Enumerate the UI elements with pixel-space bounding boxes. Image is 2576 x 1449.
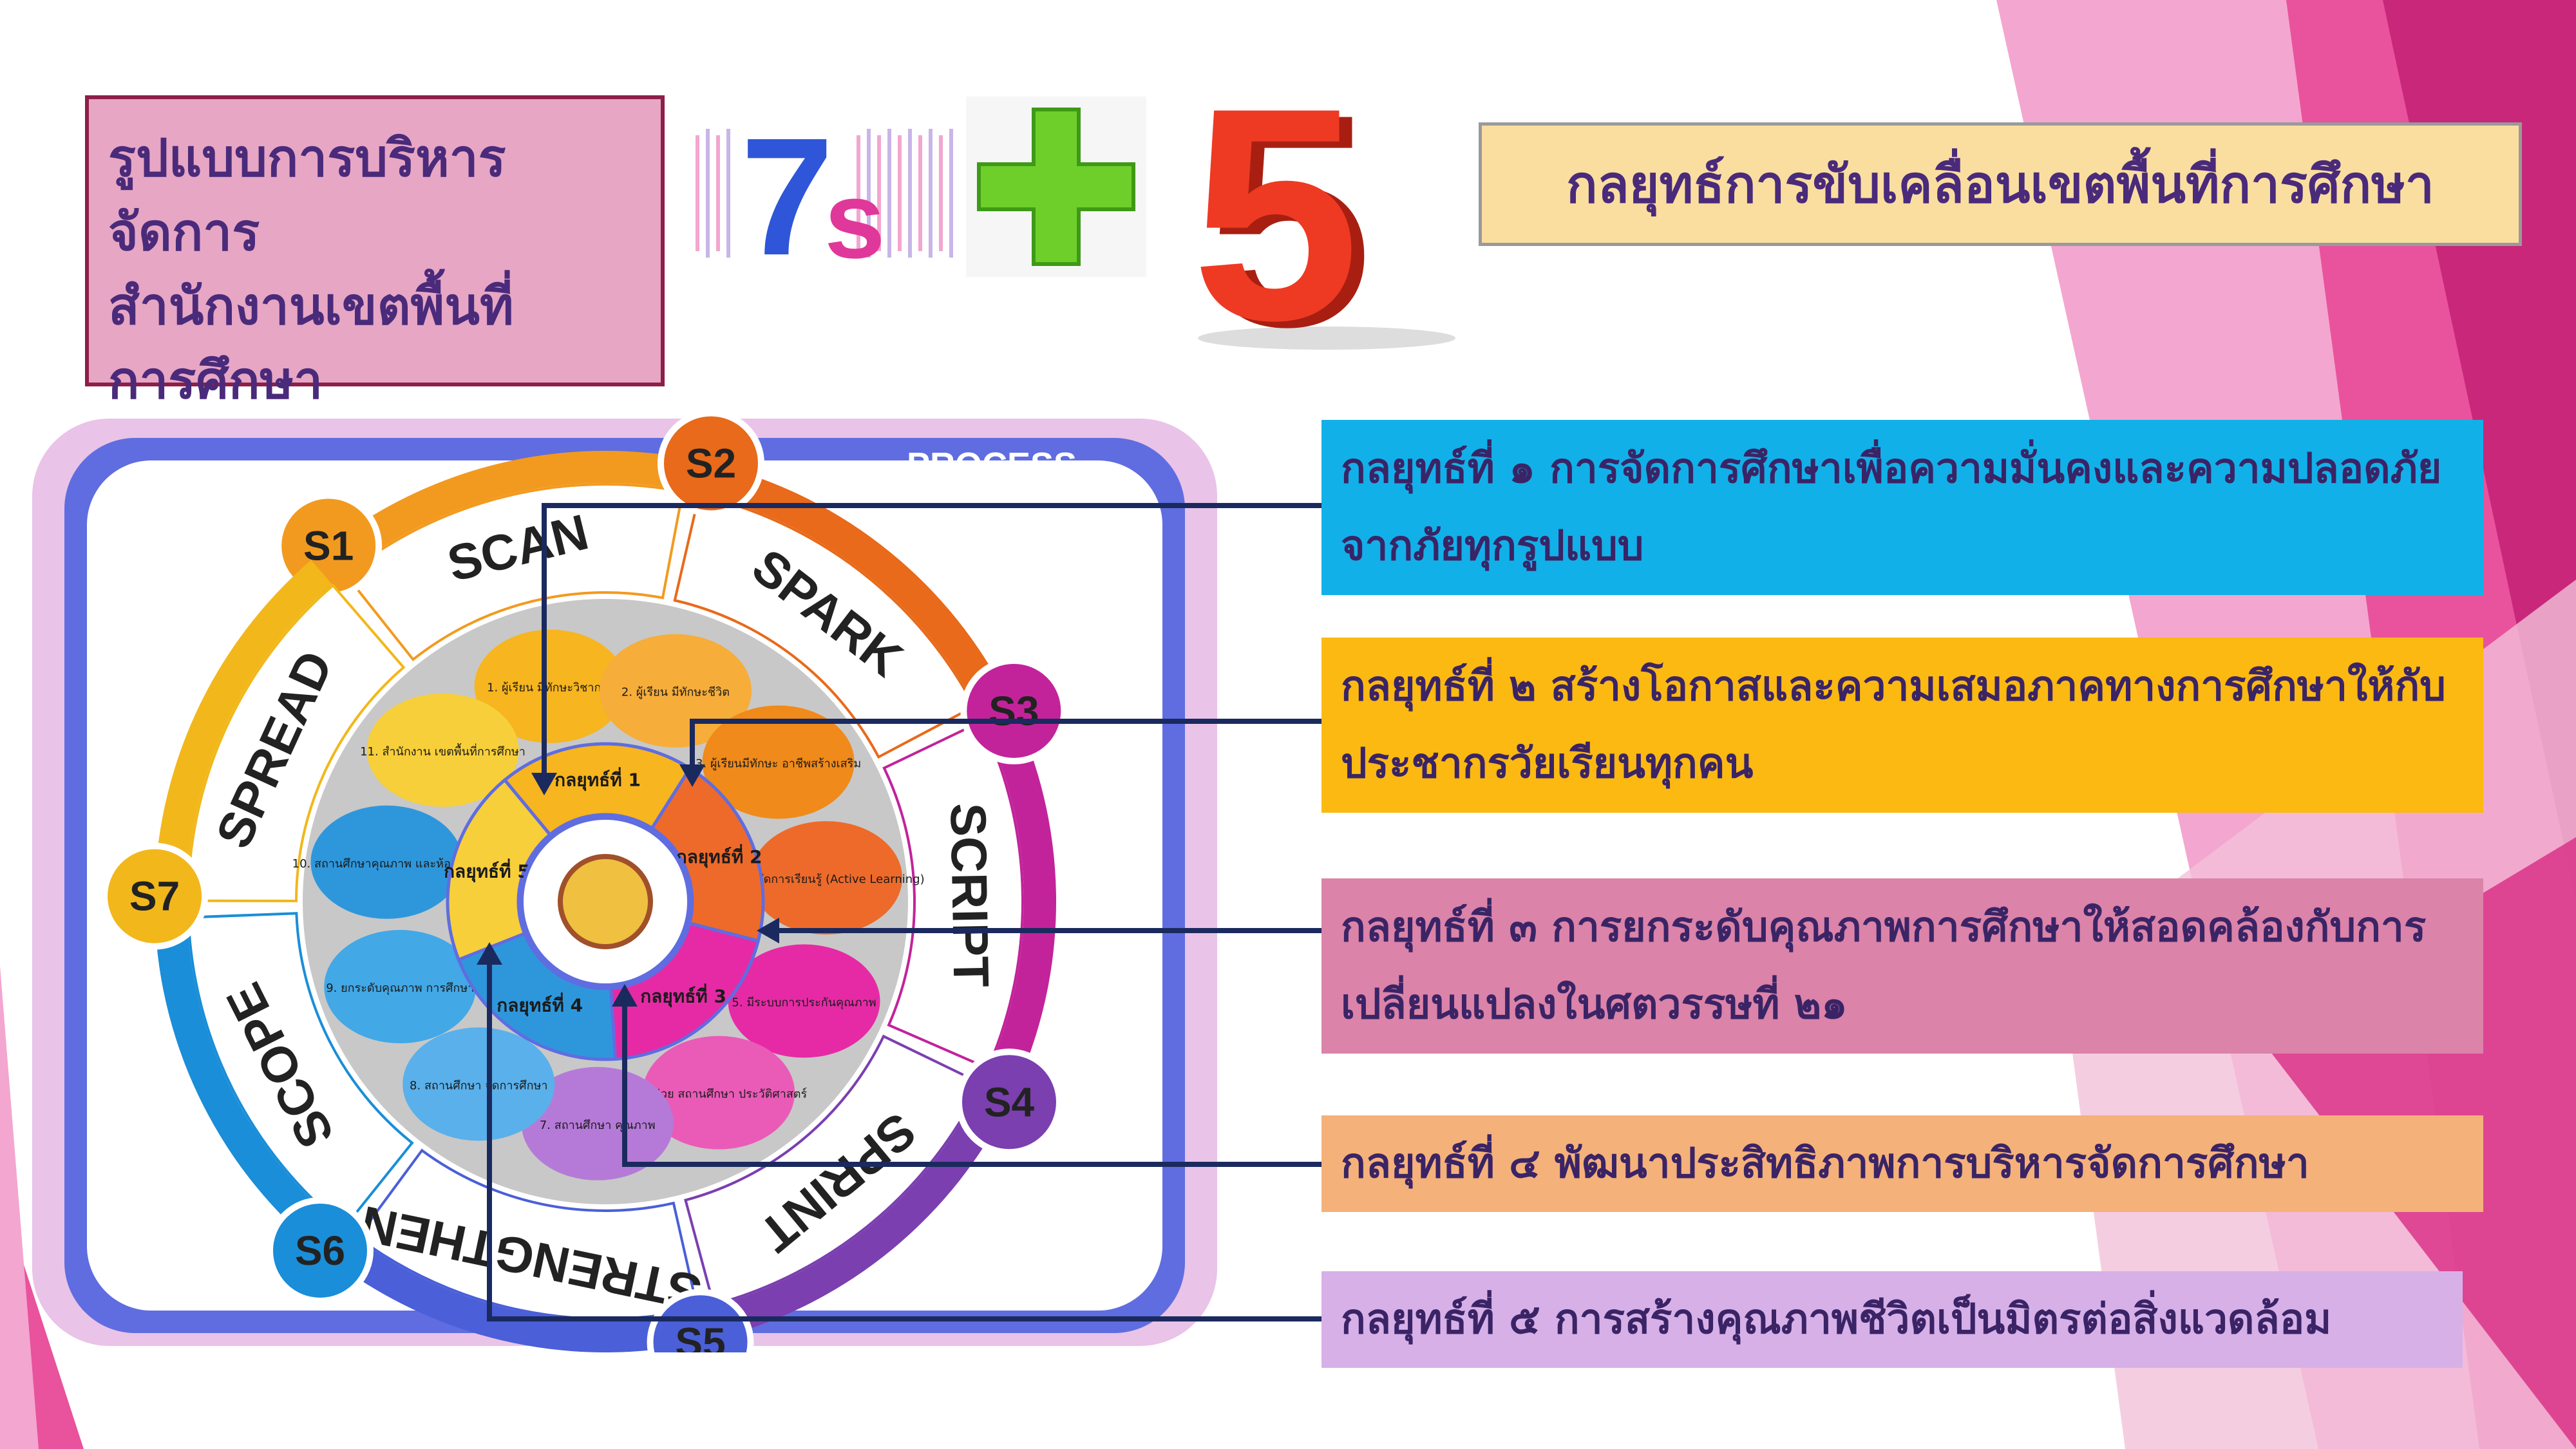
logo-7-text: 7 <box>741 109 834 277</box>
petal-9 <box>324 930 477 1044</box>
badge-label-s2: S2 <box>686 440 736 486</box>
strategy-4-box: กลยุทธ์ที่ ๔ พัฒนาประสิทธิภาพการบริหารจั… <box>1321 1115 2483 1212</box>
strategy-3-line-1: กลยุทธ์ที่ ๓ การยกระดับคุณภาพการศึกษาให้… <box>1341 904 2427 951</box>
petal-label-11: 11. สำนักงาน เขตพื้นที่การศึกษา <box>360 743 526 759</box>
title-box: รูปแบบการบริหารจัดการ สำนักงานเขตพื้นที่… <box>85 95 665 410</box>
five-text: 5 <box>1191 71 1359 354</box>
petal-4 <box>750 821 903 935</box>
badge-label-s6: S6 <box>295 1227 345 1274</box>
petal-10 <box>310 805 463 919</box>
segment-band-strengthen <box>337 1238 705 1352</box>
petal-label-5: 5. มีระบบการประกันคุณภาพ <box>732 996 876 1009</box>
title-line-3: การศึกษา <box>108 350 323 410</box>
five-shadow-text: 5 <box>1204 71 1372 354</box>
process-label: PROCESS <box>907 446 1077 484</box>
strategy-3-box: กลยุทธ์ที่ ๓ การยกระดับคุณภาพการศึกษาให้… <box>1321 878 2483 1054</box>
inner-segment-5 <box>446 777 553 962</box>
strategy-1-box: กลยุทธ์ที่ ๑ การจัดการศึกษาเพื่อความมั่น… <box>1321 420 2483 595</box>
strategy-heading-box: กลยุทธ์การขับเคลื่อนเขตพื้นที่การศึกษา <box>1479 122 2522 246</box>
title-line-2: สำนักงานเขตพื้นที่ <box>108 276 514 336</box>
strategy-5-box: กลยุทธ์ที่ ๕ การสร้างคุณภาพชีวิตเป็นมิตร… <box>1321 1271 2463 1368</box>
strategy-2-line-2: ประชากรวัยเรียนทุกคน <box>1341 740 1754 788</box>
petal-label-1: 1. ผู้เรียน มีทักษะวิชาการ <box>487 681 614 695</box>
logo-s-text: s <box>824 159 886 277</box>
inner-label-5: กลยุทธ์ที่ 5 <box>444 858 530 883</box>
logo-stripes <box>696 129 953 258</box>
strategy-3-line-2: เปลี่ยนแปลงในศตวรรษที่ ๒๑ <box>1341 981 1848 1028</box>
inner-label-4: กลยุทธ์ที่ 4 <box>497 992 583 1016</box>
plus-icon <box>966 97 1146 277</box>
inner-label-2: กลยุทธ์ที่ 2 <box>676 844 762 868</box>
petal-11 <box>366 693 519 807</box>
petal-label-2: 2. ผู้เรียน มีทักษะชีวิต <box>621 686 730 699</box>
petal-label-8: 8. สถานศึกษา จัดการศึกษา <box>410 1079 547 1092</box>
petal-label-4: 4. ครูจัดการเรียนรู้ (Active Learning) <box>728 873 924 886</box>
badge-s6 <box>266 1197 374 1304</box>
inner-label-1: กลยุทธ์ที่ 1 <box>554 766 641 791</box>
strategy-heading: กลยุทธ์การขับเคลื่อนเขตพื้นที่การศึกษา <box>1566 154 2434 214</box>
strategy-2-line-1: กลยุทธ์ที่ ๒ สร้างโอกาสและความเสมอภาคทาง… <box>1341 663 2446 710</box>
badge-label-s3: S3 <box>989 688 1039 734</box>
strategy-4-line-1: กลยุทธ์ที่ ๔ พัฒนาประสิทธิภาพการบริหารจั… <box>1341 1140 2309 1188</box>
petal-label-9: 9. ยกระดับคุณภาพ การศึกษา <box>326 981 474 995</box>
segment-spread <box>186 583 406 903</box>
badge-label-s4: S4 <box>984 1079 1035 1125</box>
number-five-graphic: 5 5 <box>1191 71 1455 354</box>
badge-s7 <box>101 842 209 950</box>
strategy-1-line-1: กลยุทธ์ที่ ๑ การจัดการศึกษาเพื่อความมั่น… <box>1341 445 2442 493</box>
segment-band-scan <box>325 451 689 574</box>
petal-label-3: 3. ผู้เรียนมีทักษะ อาชีพสร้างเสริม <box>696 757 861 770</box>
strategy-2-box: กลยุทธ์ที่ ๒ สร้างโอกาสและความเสมอภาคทาง… <box>1321 638 2483 813</box>
petal-label-10: 10. สถานศึกษาคุณภาพ และห้องเรียน <box>292 857 482 871</box>
strategy-1-line-2: จากภัยทุกรูปแบบ <box>1341 522 1644 570</box>
logo-7s: 7 s <box>696 109 953 277</box>
strategy-5-line-1: กลยุทธ์ที่ ๕ การสร้างคุณภาพชีวิตเป็นมิตร… <box>1341 1296 2332 1343</box>
inner-label-3: กลยุทธ์ที่ 3 <box>640 983 726 1007</box>
title-line-1: รูปแบบการบริหารจัดการ <box>108 128 506 262</box>
badge-label-s5: S5 <box>675 1319 725 1352</box>
badge-label-s7: S7 <box>129 873 180 920</box>
emblem-seal <box>558 854 653 949</box>
segment-word-script: SCRIPT <box>940 802 999 988</box>
petal-label-7: 7. สถานศึกษา คุณภาพ <box>540 1119 656 1132</box>
